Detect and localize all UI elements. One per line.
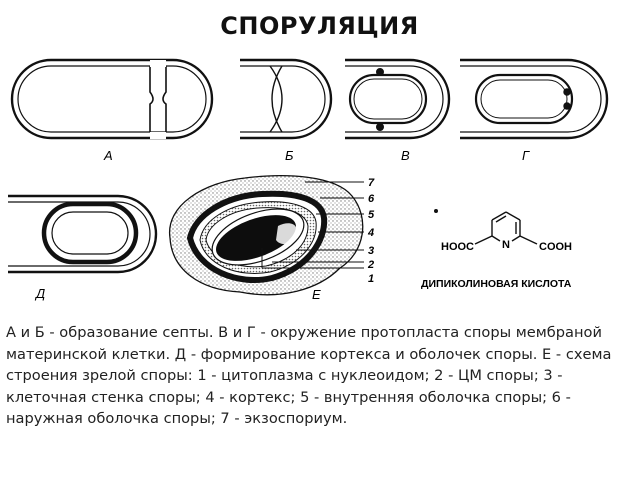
layer-label-1: 1: [368, 273, 374, 285]
sporulation-diagram: А Б В Г Д: [8, 58, 609, 302]
layer-label-2: 2: [367, 259, 374, 271]
panel-e-label: Е: [312, 287, 321, 302]
panel-a-cell: [10, 58, 214, 140]
panel-d-label: Д: [34, 286, 45, 301]
dipicolinic-ring: [474, 211, 538, 245]
dipicolinic-left-group: HOOC: [441, 241, 474, 253]
layer-label-6: 6: [368, 193, 375, 205]
layer-leader-lines: [261, 181, 364, 269]
layer-label-3: 3: [368, 245, 374, 257]
page-title: СПОРУЛЯЦИЯ: [220, 12, 419, 40]
figure-caption: А и Б - образование септы. В и Г - окруж…: [6, 324, 612, 428]
spore-layer-labels: 7 6 5 4 3 2 1: [367, 177, 375, 285]
panel-d-cell: [8, 194, 158, 274]
panel-b-cell: [240, 58, 333, 140]
stray-dot: [434, 209, 438, 213]
panel-v-cell: [345, 58, 451, 140]
layer-label-4: 4: [367, 227, 374, 239]
dipicolinic-name: ДИПИКОЛИНОВАЯ КИСЛОТА: [421, 278, 572, 290]
panel-v-label: В: [401, 148, 410, 163]
panel-g-cell: [460, 58, 609, 140]
layer-label-5: 5: [368, 209, 375, 221]
panel-g-label: Г: [522, 148, 530, 163]
layer-label-7: 7: [368, 177, 375, 189]
dipicolinic-n-atom: N: [502, 239, 510, 251]
dipicolinic-right-group: COOH: [539, 241, 572, 253]
panel-b-label: Б: [285, 148, 294, 163]
panel-e-spore: [169, 175, 364, 296]
panel-a-label: А: [103, 148, 113, 163]
